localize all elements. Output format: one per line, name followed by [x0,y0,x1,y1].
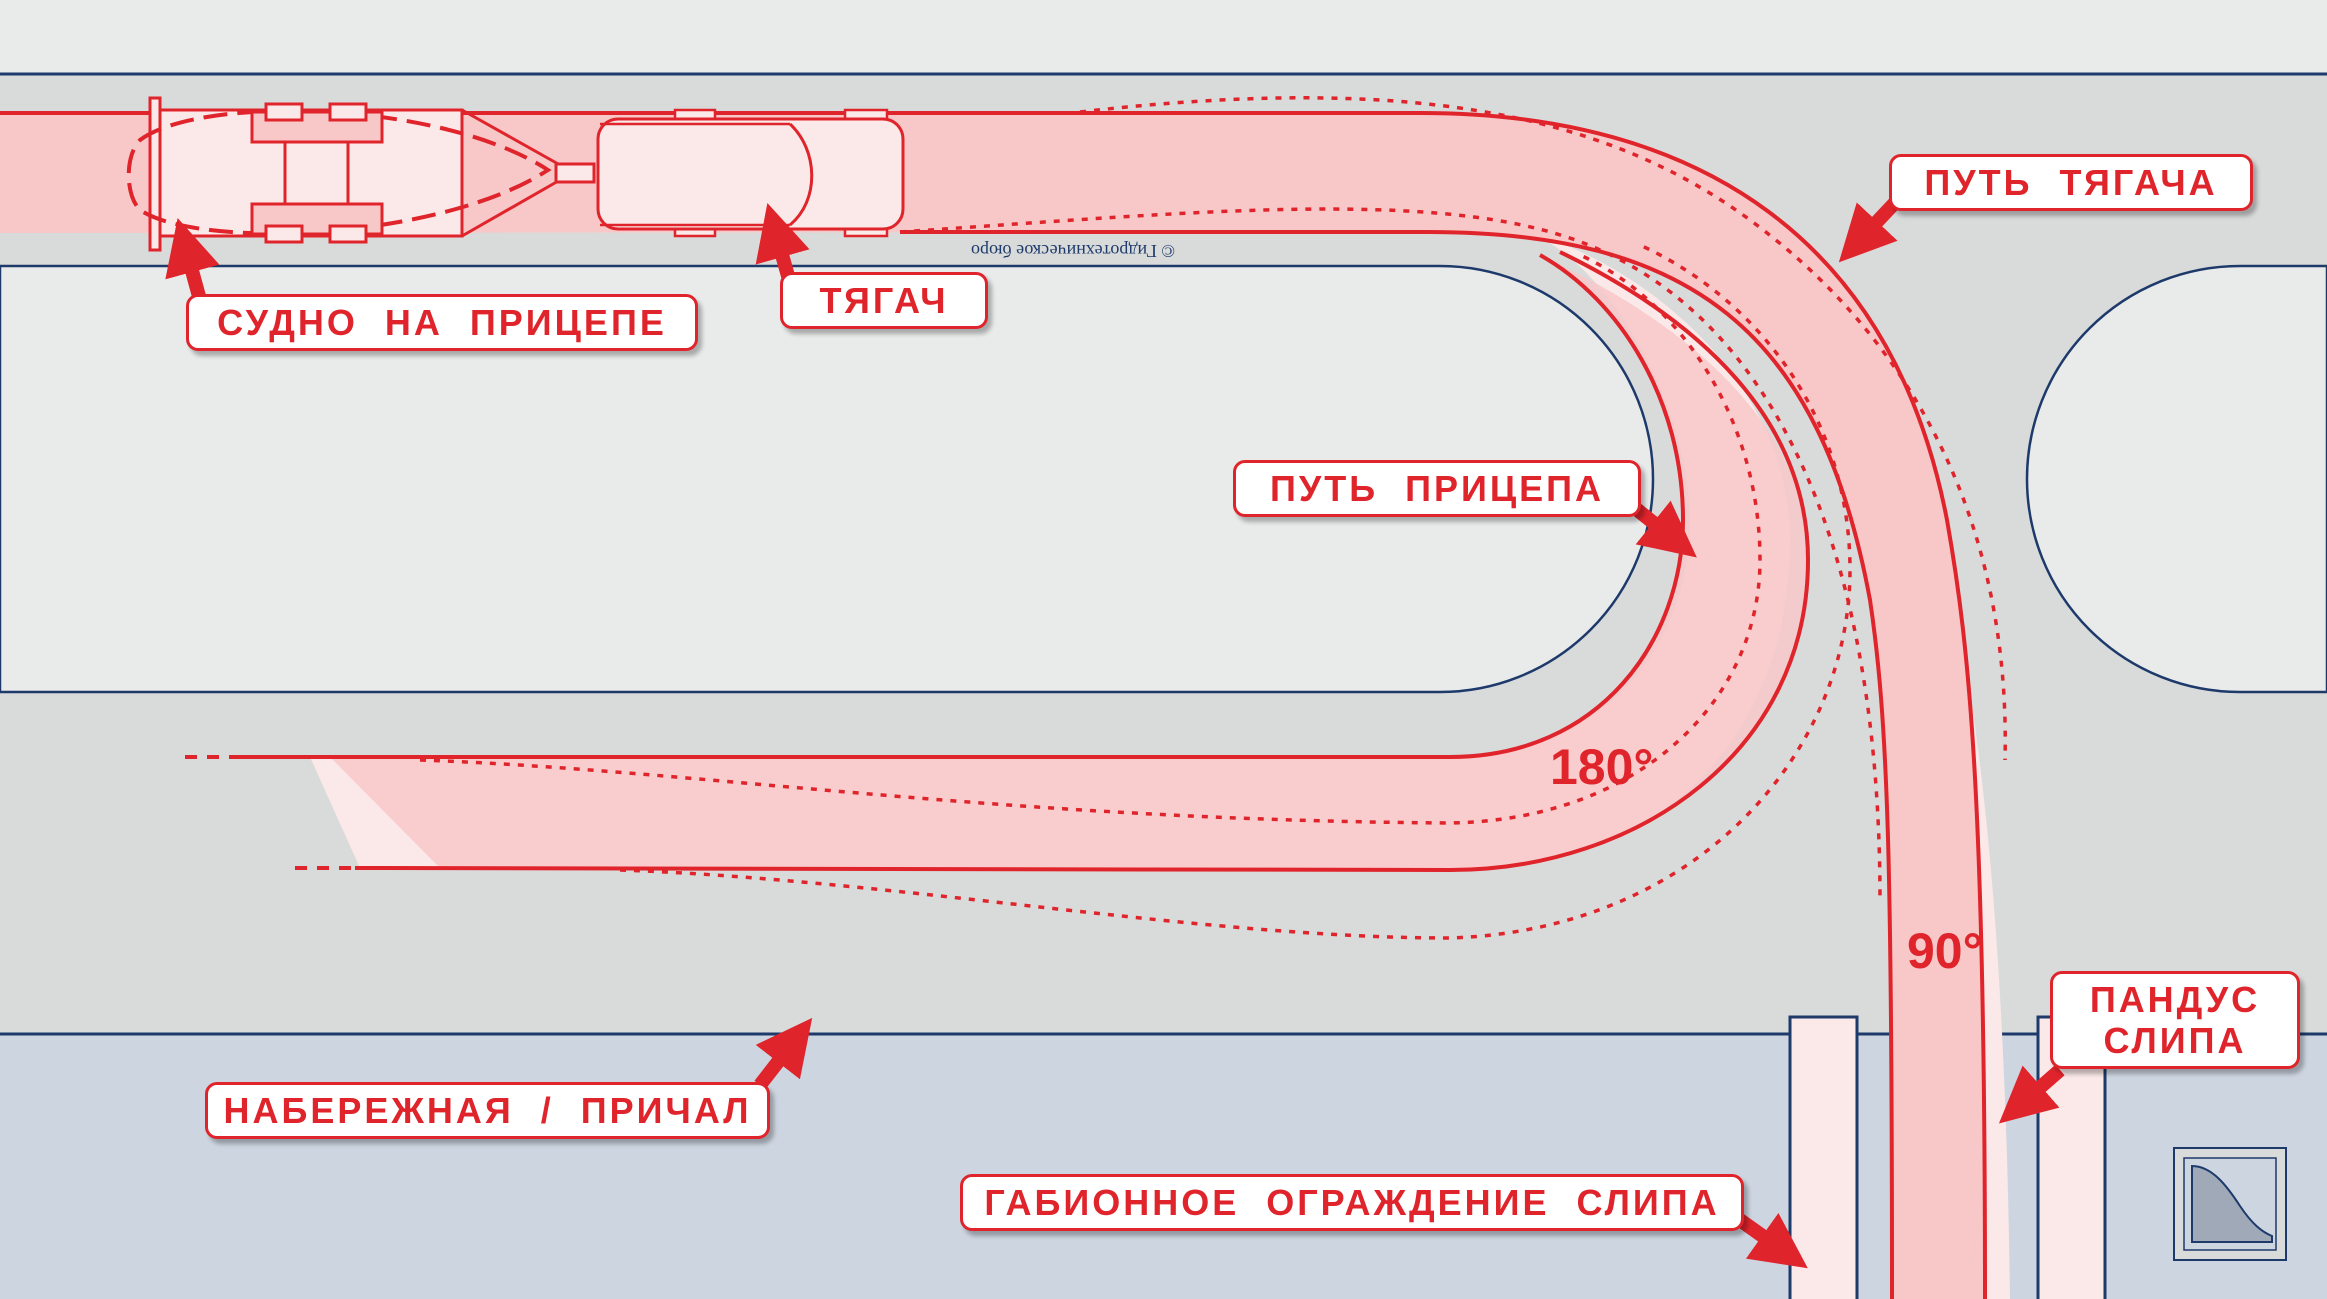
trailer-wheel-4 [328,224,368,244]
slip-ramp-logo-icon [2173,1147,2287,1261]
vessel-trailer-group [126,96,596,252]
label-vessel-on-trailer: СУДНО НА ПРИЦЕПЕ [186,294,698,351]
trailer-wheel-3 [264,224,304,244]
trailer-hitch [554,162,596,184]
label-slip-ramp-line2: СЛИПА [2103,1020,2247,1061]
arrow-embankment-icon [754,1017,813,1090]
trailer-dotted-inner [419,253,1762,825]
label-gabion-fence: ГАБИОННОЕ ОГРАЖДЕНИЕ СЛИПА [960,1174,1744,1231]
arrow-vessel-icon [165,217,220,302]
right-island [2025,264,2327,694]
label-tractor: ТЯГАЧ [780,272,988,329]
label-slip-ramp-line1: ПАНДУС [2089,978,2261,1020]
trailer-crossbar [148,96,162,252]
trailer-drawbar-lower [461,178,561,238]
label-embankment: НАБЕРЕЖНАЯ / ПРИЧАЛ [205,1082,770,1139]
tractor-vehicle-group [596,108,905,238]
label-tractor-path: ПУТЬ ТЯГАЧА [1889,154,2253,211]
angle-90-label: 90° [1907,923,1983,979]
tractor-body [596,117,905,231]
tractor-dotted-outer [1079,96,2007,761]
label-slip-ramp: ПАНДУС СЛИПА [2050,971,2300,1069]
label-trailer-path: ПУТЬ ПРИЦЕПА [1233,460,1641,517]
trailer-wheel-2 [328,102,368,122]
left-island [0,264,1655,694]
trailer-path-outer-line [354,250,1811,873]
arrow-slip-ramp-icon [1998,1064,2065,1124]
tractor-dotted-inner [899,207,1882,901]
copyright-text: © Гидротехническое бюро [971,241,1175,261]
trailer-path-band [330,255,1808,870]
trailer-drawbar [461,108,561,167]
tractor-path-outer-line [0,111,1987,1299]
tractor-path-inner-line [900,229,1894,1299]
arrow-gabion-icon [1735,1212,1808,1269]
angle-180-label: 180° [1550,739,1654,795]
gabion-fence-left [1788,1015,1859,1299]
top-pavement [0,0,2327,74]
trailer-dotted-outer [619,243,1852,940]
trailer-wheel-1 [264,102,304,122]
